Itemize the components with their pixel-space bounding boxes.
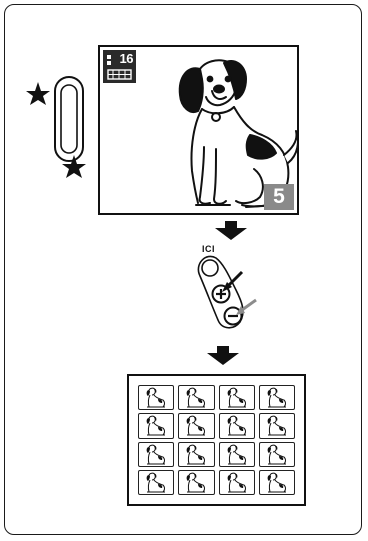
thumbnail-grid [138,385,295,495]
thumbnail-cell [178,442,214,467]
dog-thumbnail-icon [264,415,290,436]
dog-thumbnail-icon [143,472,169,493]
arrow-down-icon [206,346,240,366]
thumbnail-cell [219,442,255,467]
dog-thumbnail-icon [224,415,250,436]
dog-thumbnail-icon [143,415,169,436]
thumbnail-cell [138,385,174,410]
dog-thumbnail-icon [264,472,290,493]
thumbnail-cell [178,385,214,410]
dog-thumbnail-icon [183,444,209,465]
thumbnail-cell [259,413,295,438]
thumbnail-cell [259,470,295,495]
camera-screen: 16 [98,45,299,215]
thumbnail-cell [178,470,214,495]
selector-dial [22,60,98,184]
thumbnail-cell [219,385,255,410]
dog-thumbnail-icon [224,444,250,465]
thumbnail-cell [219,413,255,438]
thumbnail-cell [138,470,174,495]
star-icon [26,82,50,105]
thumbnail-cell [259,442,295,467]
thumbnail-cell [138,442,174,467]
thumbnail-cell [219,470,255,495]
dog-thumbnail-icon [224,387,250,408]
dog-thumbnail-icon [264,444,290,465]
dog-thumbnail-icon [143,444,169,465]
dial-slot [55,77,83,161]
dog-thumbnail-icon [224,472,250,493]
dog-thumbnail-icon [264,387,290,408]
zoom-buttons-illustration [196,254,276,334]
frame-count-badge: 5 [264,184,294,210]
thumbnail-index-screen [127,374,306,506]
dog-thumbnail-icon [143,387,169,408]
dog-thumbnail-icon [183,387,209,408]
dog-thumbnail-icon [183,472,209,493]
indicator-button [202,260,218,276]
arrow-down-icon [214,221,248,241]
dog-thumbnail-icon [183,415,209,436]
thumbnail-cell [259,385,295,410]
thumbnail-cell [178,413,214,438]
multi-image-mode-icon: 16 [103,50,136,83]
mode-icon-label: 16 [120,51,133,66]
zoom-control: ICI [196,244,276,334]
thumbnail-cell [138,413,174,438]
zoom-indicator-label: ICI [202,244,215,254]
